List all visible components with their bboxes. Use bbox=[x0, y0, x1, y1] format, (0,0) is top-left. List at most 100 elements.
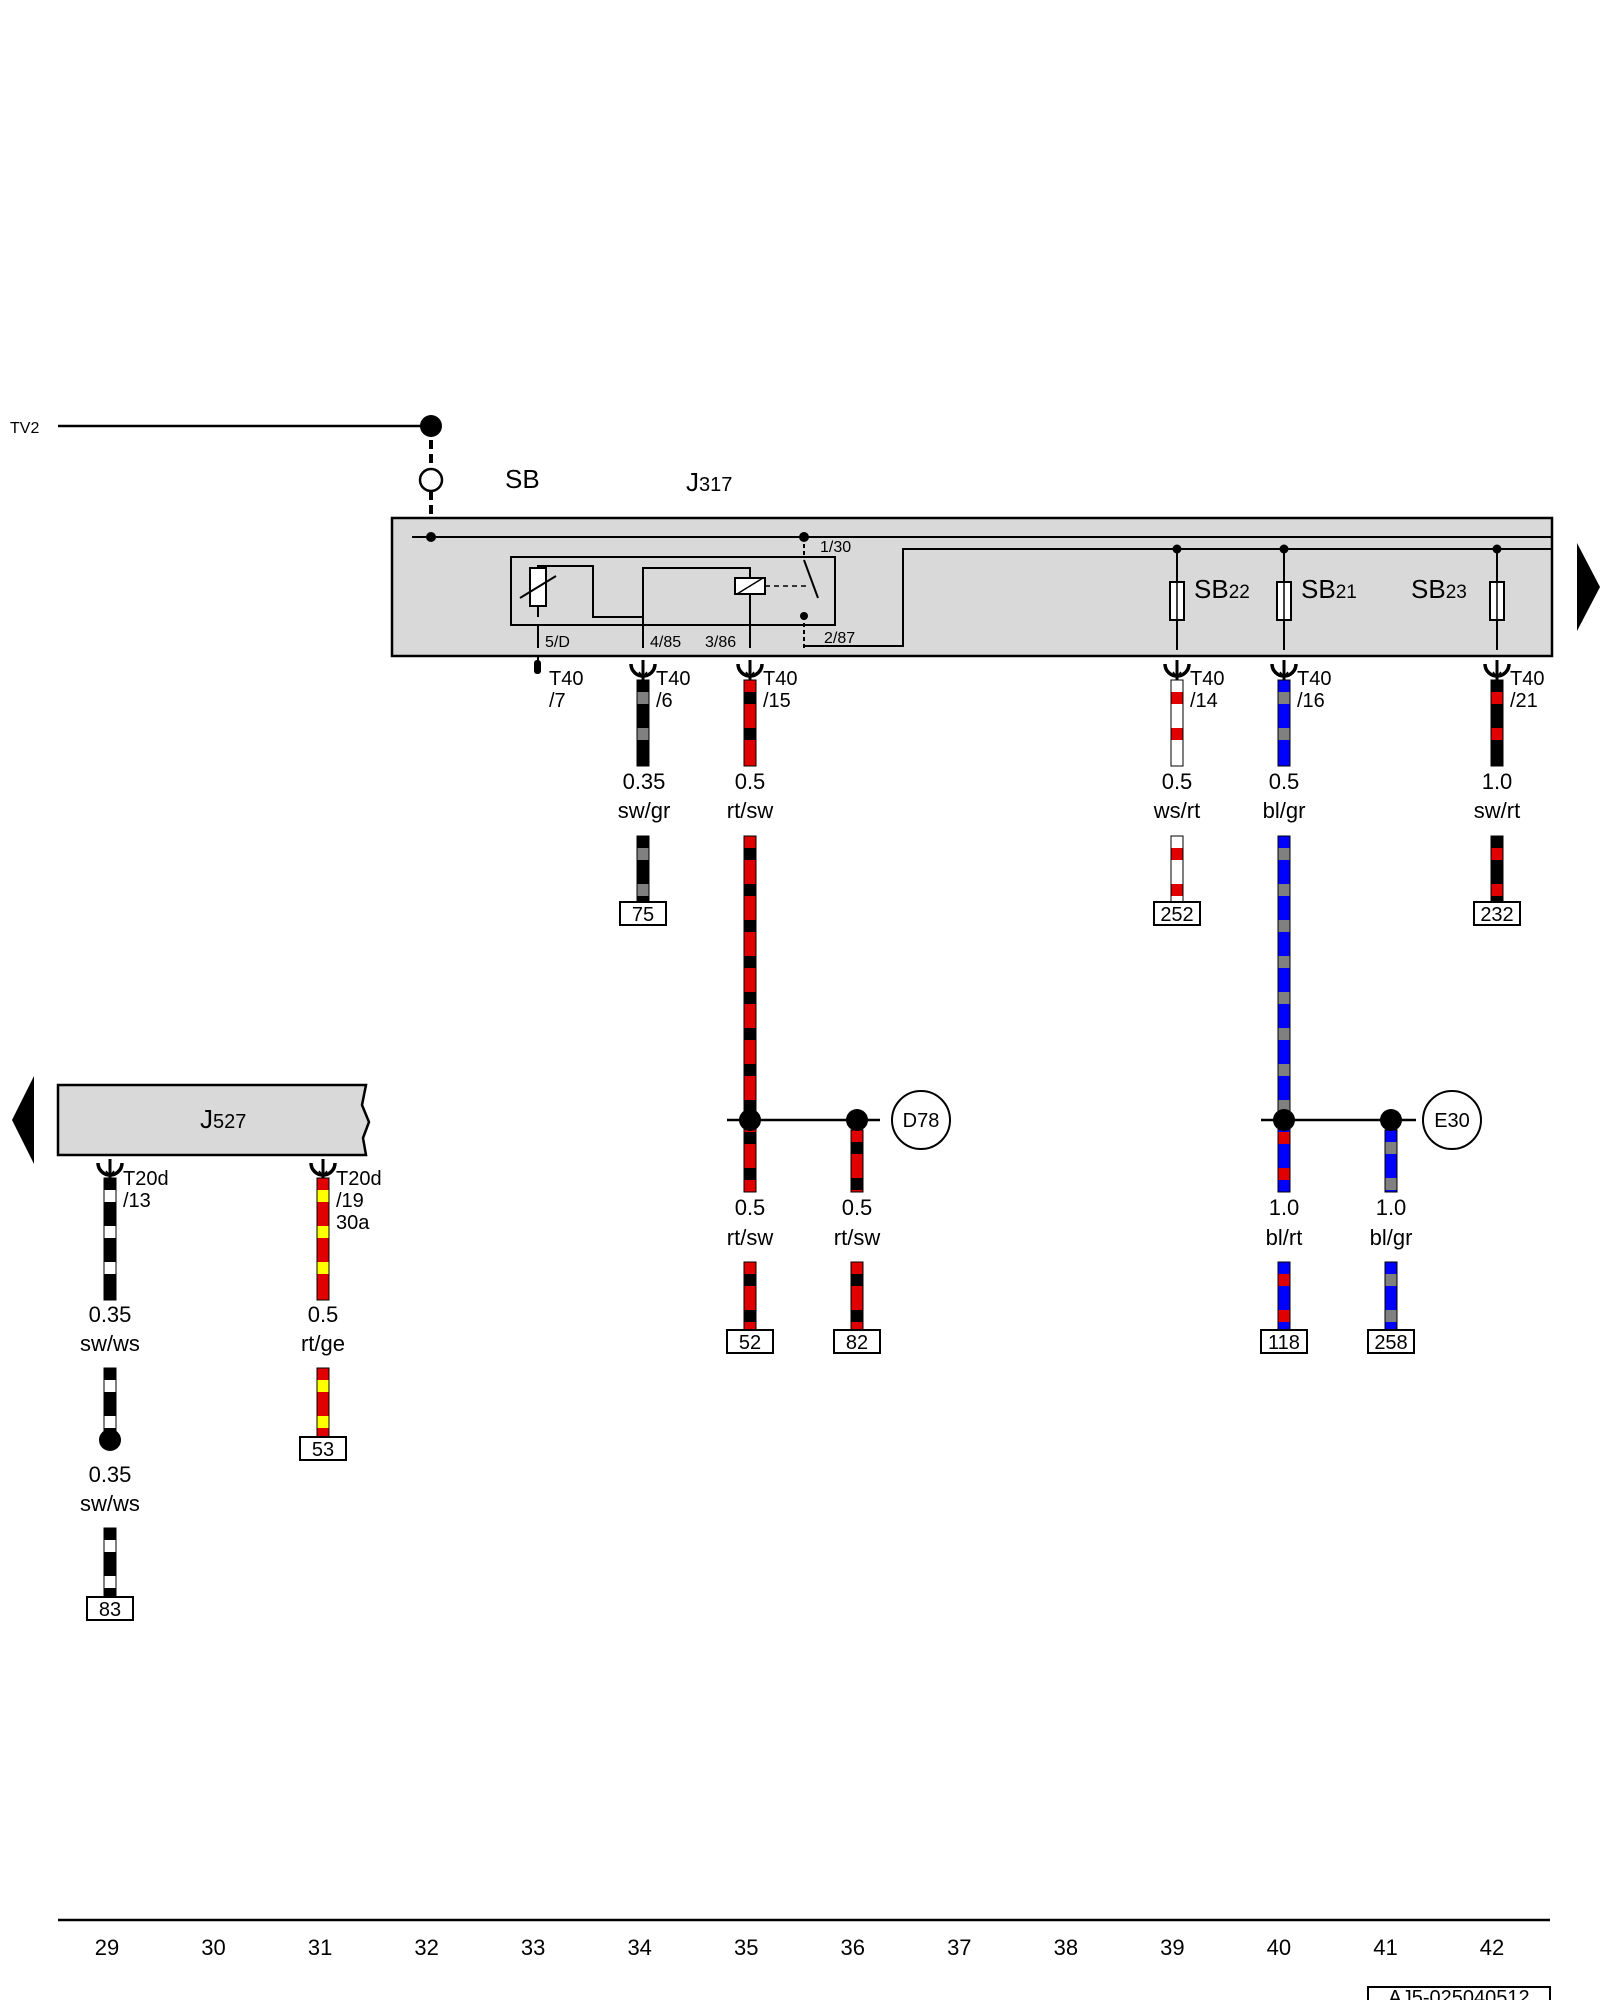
ref-box-52: 52 bbox=[726, 1329, 774, 1354]
svg-text:0.35: 0.35 bbox=[89, 1462, 132, 1487]
splice-d78: D78 bbox=[727, 1090, 951, 1150]
wire-82-lower bbox=[850, 1261, 864, 1331]
sb23-label: SB23 bbox=[1411, 574, 1467, 604]
wire-t40-14-upper bbox=[1170, 679, 1184, 767]
fuse-sb21: SB21 bbox=[1276, 544, 1357, 650]
ref-box-83: 83 bbox=[86, 1596, 134, 1621]
d78-label: D78 bbox=[903, 1110, 940, 1132]
t40-16-connector bbox=[1270, 660, 1298, 680]
ref-box-232: 232 bbox=[1473, 901, 1521, 926]
wire-258-upper bbox=[1384, 1129, 1398, 1193]
sb22-label: SB22 bbox=[1194, 574, 1250, 604]
wire-118-lower bbox=[1277, 1261, 1291, 1331]
svg-text:rt/sw: rt/sw bbox=[727, 1225, 774, 1250]
ruler-number: 41 bbox=[1373, 1935, 1397, 1960]
svg-text:T20d/13: T20d/13 bbox=[123, 1168, 169, 1212]
svg-text:rt/sw: rt/sw bbox=[727, 798, 774, 823]
wire-232-lower bbox=[1490, 835, 1504, 903]
ref-box-258: 258 bbox=[1367, 1329, 1415, 1354]
tv2-label: TV2 bbox=[10, 420, 39, 437]
svg-text:bl/rt: bl/rt bbox=[1266, 1225, 1303, 1250]
ref-box-82: 82 bbox=[833, 1329, 881, 1354]
connector-labels: T40/7 T40/6 T40/15 T40/14 T40/16 T40/21 … bbox=[123, 668, 1544, 1234]
t20d-13-connector bbox=[96, 1159, 124, 1179]
wire-118-upper bbox=[1277, 1119, 1291, 1193]
svg-text:52: 52 bbox=[739, 1332, 761, 1354]
pin-1-30-label: 1/30 bbox=[820, 539, 851, 556]
wire-258-lower bbox=[1384, 1261, 1398, 1331]
t40-6-connector bbox=[629, 660, 657, 680]
pin-4-85-label: 4/85 bbox=[650, 634, 681, 651]
wire-75-lower bbox=[636, 835, 650, 903]
fuse-sb22: SB22 bbox=[1169, 544, 1250, 650]
svg-text:258: 258 bbox=[1374, 1332, 1407, 1354]
ref-box-75: 75 bbox=[619, 901, 667, 926]
svg-text:53: 53 bbox=[312, 1439, 334, 1461]
t40-21-connector bbox=[1483, 660, 1511, 680]
svg-text:83: 83 bbox=[99, 1599, 121, 1621]
ruler-number: 29 bbox=[95, 1935, 119, 1960]
sb21-label: SB21 bbox=[1301, 574, 1357, 604]
ref-box-53: 53 bbox=[299, 1436, 347, 1461]
svg-text:sw/rt: sw/rt bbox=[1474, 798, 1520, 823]
svg-text:T40/6: T40/6 bbox=[656, 668, 690, 712]
svg-text:1.0: 1.0 bbox=[1482, 769, 1513, 794]
svg-text:0.35: 0.35 bbox=[623, 769, 666, 794]
svg-text:118: 118 bbox=[1268, 1332, 1300, 1354]
svg-text:252: 252 bbox=[1160, 904, 1193, 926]
wire-15-trunk bbox=[743, 835, 757, 1121]
wire-labels: 0.35 sw/gr 0.5 rt/sw 0.5 ws/rt 0.5 bl/gr… bbox=[80, 769, 1520, 1516]
svg-text:232: 232 bbox=[1480, 904, 1513, 926]
sb-label: SB bbox=[505, 464, 540, 494]
svg-text:bl/gr: bl/gr bbox=[1263, 798, 1306, 823]
svg-text:sw/ws: sw/ws bbox=[80, 1491, 140, 1516]
fuse-holder-open-circle bbox=[418, 467, 444, 493]
svg-text:T40/15: T40/15 bbox=[763, 668, 797, 712]
ref-box-252: 252 bbox=[1153, 901, 1201, 926]
svg-text:T40/16: T40/16 bbox=[1297, 668, 1331, 712]
svg-text:0.5: 0.5 bbox=[842, 1195, 873, 1220]
t40-15-connector bbox=[736, 660, 764, 680]
j317-label: J317 bbox=[686, 467, 732, 497]
svg-text:T40/21: T40/21 bbox=[1510, 668, 1544, 712]
wire-t40-6-upper bbox=[636, 679, 650, 767]
ruler-number: 37 bbox=[947, 1935, 971, 1960]
fuse-sb23: SB23 bbox=[1411, 544, 1505, 650]
svg-text:0.35: 0.35 bbox=[89, 1302, 132, 1327]
svg-text:T40/14: T40/14 bbox=[1190, 668, 1224, 712]
wire-t40-15-upper bbox=[743, 679, 757, 767]
svg-text:82: 82 bbox=[846, 1332, 868, 1354]
pin-5-d-label: 5/D bbox=[545, 634, 570, 651]
wire-53-lower bbox=[316, 1367, 330, 1438]
svg-text:0.5: 0.5 bbox=[735, 1195, 766, 1220]
tv2-feed: TV2 SB bbox=[10, 415, 540, 538]
wire-13-lower bbox=[103, 1367, 117, 1441]
svg-text:sw/ws: sw/ws bbox=[80, 1331, 140, 1356]
pin-3-86-label: 3/86 bbox=[705, 634, 736, 651]
t20d-19-connector bbox=[309, 1159, 337, 1179]
ruler-number: 40 bbox=[1267, 1935, 1291, 1960]
wire-53-upper bbox=[316, 1177, 330, 1301]
svg-text:1.0: 1.0 bbox=[1269, 1195, 1300, 1220]
wire-82-upper bbox=[850, 1129, 864, 1193]
svg-text:0.5: 0.5 bbox=[735, 769, 766, 794]
splice-dot-83 bbox=[99, 1429, 121, 1451]
doc-id-box bbox=[1367, 1986, 1551, 2000]
svg-text:75: 75 bbox=[632, 904, 654, 926]
wire-83-lower bbox=[103, 1527, 117, 1598]
reference-boxes: 75 252 232 52 82 118 258 53 83 bbox=[86, 901, 1521, 1621]
svg-text:0.5: 0.5 bbox=[308, 1302, 339, 1327]
ruler-number: 33 bbox=[521, 1935, 545, 1960]
ruler-number: 34 bbox=[627, 1935, 651, 1960]
ruler-number: 36 bbox=[841, 1935, 865, 1960]
e30-label: E30 bbox=[1434, 1110, 1470, 1132]
pin-2-87-label: 2/87 bbox=[824, 630, 855, 647]
wire-52-lower bbox=[743, 1261, 757, 1331]
doc-id: AJ5-025040512 bbox=[1388, 1987, 1529, 2000]
ruler-number: 38 bbox=[1054, 1935, 1078, 1960]
svg-text:rt/sw: rt/sw bbox=[834, 1225, 881, 1250]
ruler-number: 39 bbox=[1160, 1935, 1184, 1960]
